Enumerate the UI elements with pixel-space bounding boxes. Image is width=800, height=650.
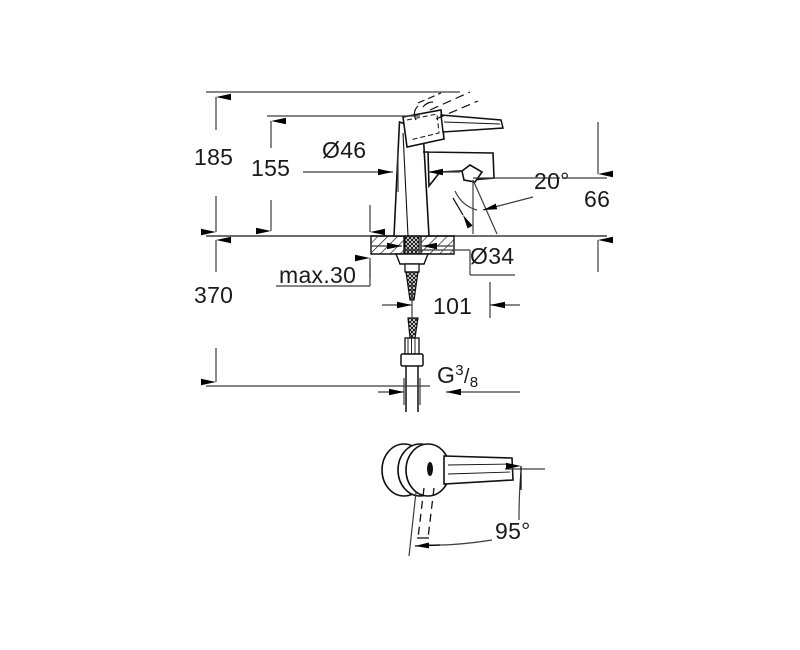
plan-body-cylinder bbox=[381, 443, 451, 497]
dimension-label-angle-95: 95° bbox=[495, 518, 531, 544]
front-elevation-view bbox=[201, 91, 613, 412]
thread-slash: / bbox=[463, 366, 470, 388]
plan-cartridge-slot bbox=[427, 462, 433, 476]
plan-lever-arm bbox=[443, 455, 514, 485]
spout bbox=[422, 151, 495, 189]
supply-hose bbox=[400, 317, 424, 412]
dimension-101 bbox=[382, 282, 520, 318]
dimension-370 bbox=[201, 236, 430, 387]
dimension-label-370: 370 bbox=[194, 282, 234, 308]
thread-letter: G bbox=[437, 362, 456, 388]
dimension-label-66: 66 bbox=[584, 186, 611, 212]
dimension-185 bbox=[201, 91, 460, 236]
thread-numerator: 3 bbox=[455, 362, 464, 379]
dimension-label-diameter-46: Ø46 bbox=[322, 137, 367, 163]
dimension-label-max30: max.30 bbox=[279, 262, 357, 288]
dimension-angle-95 bbox=[408, 462, 545, 557]
top-plan-view bbox=[381, 443, 545, 557]
lever-rotation-indicator bbox=[413, 101, 434, 121]
dimension-diameter-46 bbox=[303, 151, 460, 192]
thread-denominator: 8 bbox=[469, 374, 479, 391]
thread-fraction: 3/8 bbox=[455, 362, 479, 391]
dimension-155 bbox=[256, 115, 420, 235]
dimension-label-angle-20: 20° bbox=[534, 168, 570, 194]
dimension-label-101: 101 bbox=[433, 293, 473, 319]
dimension-66 bbox=[562, 122, 613, 272]
dimension-angle-20 bbox=[452, 177, 560, 235]
dimension-thread-g38 bbox=[378, 378, 520, 405]
dimension-label-185: 185 bbox=[194, 144, 234, 170]
lever-handle bbox=[440, 114, 504, 133]
lever-handle-raised-phantom bbox=[417, 91, 479, 120]
lever-base-block bbox=[402, 109, 445, 148]
dimension-label-155: 155 bbox=[251, 155, 291, 181]
faucet-body bbox=[393, 120, 430, 237]
dimension-diameter-34 bbox=[371, 242, 515, 276]
dimension-label-diameter-34: Ø34 bbox=[470, 243, 515, 269]
dimension-max30 bbox=[276, 205, 385, 287]
dimension-label-thread-g38: G3/8 bbox=[437, 362, 479, 391]
